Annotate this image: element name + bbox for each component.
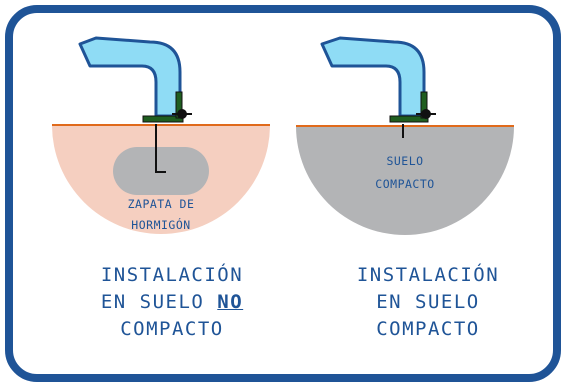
footing-label-line2: HORMIGÓN: [131, 217, 190, 232]
soil-label-line1: SUELO: [386, 154, 423, 168]
left-caption-negation: NO: [217, 291, 244, 313]
pipe: [320, 36, 426, 118]
left-caption: INSTALACIÓN EN SUELO NO COMPACTO: [62, 262, 282, 343]
anchor-rod: [155, 124, 166, 173]
right-installation: SUELO COMPACTO: [296, 36, 514, 235]
right-caption-line1: INSTALACIÓN: [356, 264, 500, 286]
soil-label-line2: COMPACTO: [375, 177, 434, 191]
base-plate: [142, 115, 184, 123]
right-caption-line3: COMPACTO: [376, 318, 480, 340]
right-caption-line2: EN SUELO: [376, 291, 480, 313]
left-caption-line2-prefix: EN SUELO: [100, 291, 218, 313]
footing-label-line1: ZAPATA DE: [128, 197, 195, 211]
compact-soil-area: [296, 126, 514, 235]
left-installation: ZAPATA DE HORMIGÓN: [52, 36, 270, 234]
pipe: [78, 36, 182, 118]
left-caption-line2: EN SUELO NO: [62, 289, 282, 316]
left-caption-line3: COMPACTO: [120, 318, 224, 340]
right-caption: INSTALACIÓN EN SUELO COMPACTO: [318, 262, 538, 343]
base-plate: [389, 115, 429, 123]
left-caption-line1: INSTALACIÓN: [100, 264, 244, 286]
